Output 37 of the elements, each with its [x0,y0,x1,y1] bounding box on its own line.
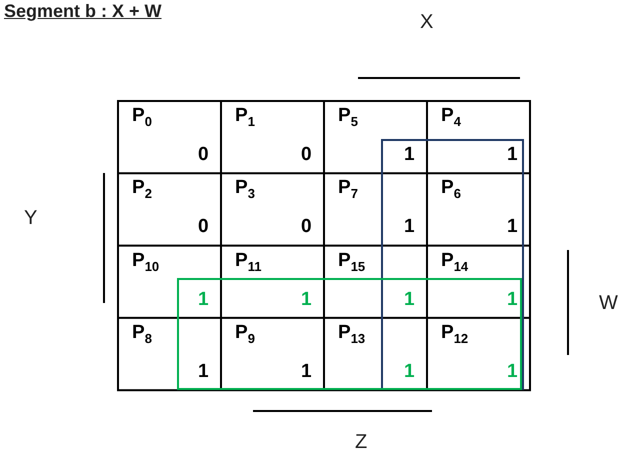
cell-label: P$_{2}$ [132,178,152,200]
title: Segment b : X + W [4,2,162,20]
cell-label: P$_{5}$ [338,106,358,128]
cell-value: 1 [404,217,415,236]
cell-value: 0 [198,217,209,236]
cell-value: 1 [198,290,209,309]
cell-value: 1 [404,145,415,164]
cell-label: P$_{8}$ [132,322,152,345]
cell-label: P$_{12}$ [441,322,468,345]
cell-value: 0 [301,217,312,236]
variable-label: Z [355,432,368,452]
cell-value: 1 [404,290,415,309]
cell-value: 1 [198,362,209,381]
cell-value: 0 [198,145,209,164]
cell-label: P$_{4}$ [441,106,461,128]
cell-value: 1 [404,362,415,381]
cell-label: P$_{13}$ [338,322,366,345]
cell-value: 1 [507,290,518,309]
cell-value: 1 [507,362,518,381]
cell-label: P$_{7}$ [338,178,358,200]
cell-value: 1 [301,362,312,381]
cell-value: 1 [507,217,518,236]
cell-label: P$_{9}$ [235,322,255,345]
cell-label: P$_{11}$ [235,250,262,272]
cell-value: 1 [507,145,518,164]
variable-label: Y [24,208,38,228]
cell-value: 1 [301,290,312,309]
cell-value: 0 [301,145,312,164]
cell-label: P$_{6}$ [441,178,461,200]
cell-label: P$_{14}$ [441,250,468,272]
cell-label: P$_{10}$ [132,250,160,272]
variable-label: W [599,293,618,313]
cell-label: P$_{0}$ [132,106,152,128]
cell-label: P$_{3}$ [235,178,255,200]
variable-label: X [420,12,434,32]
cell-label: P$_{1}$ [235,106,255,128]
cell-label: P$_{15}$ [338,250,366,272]
